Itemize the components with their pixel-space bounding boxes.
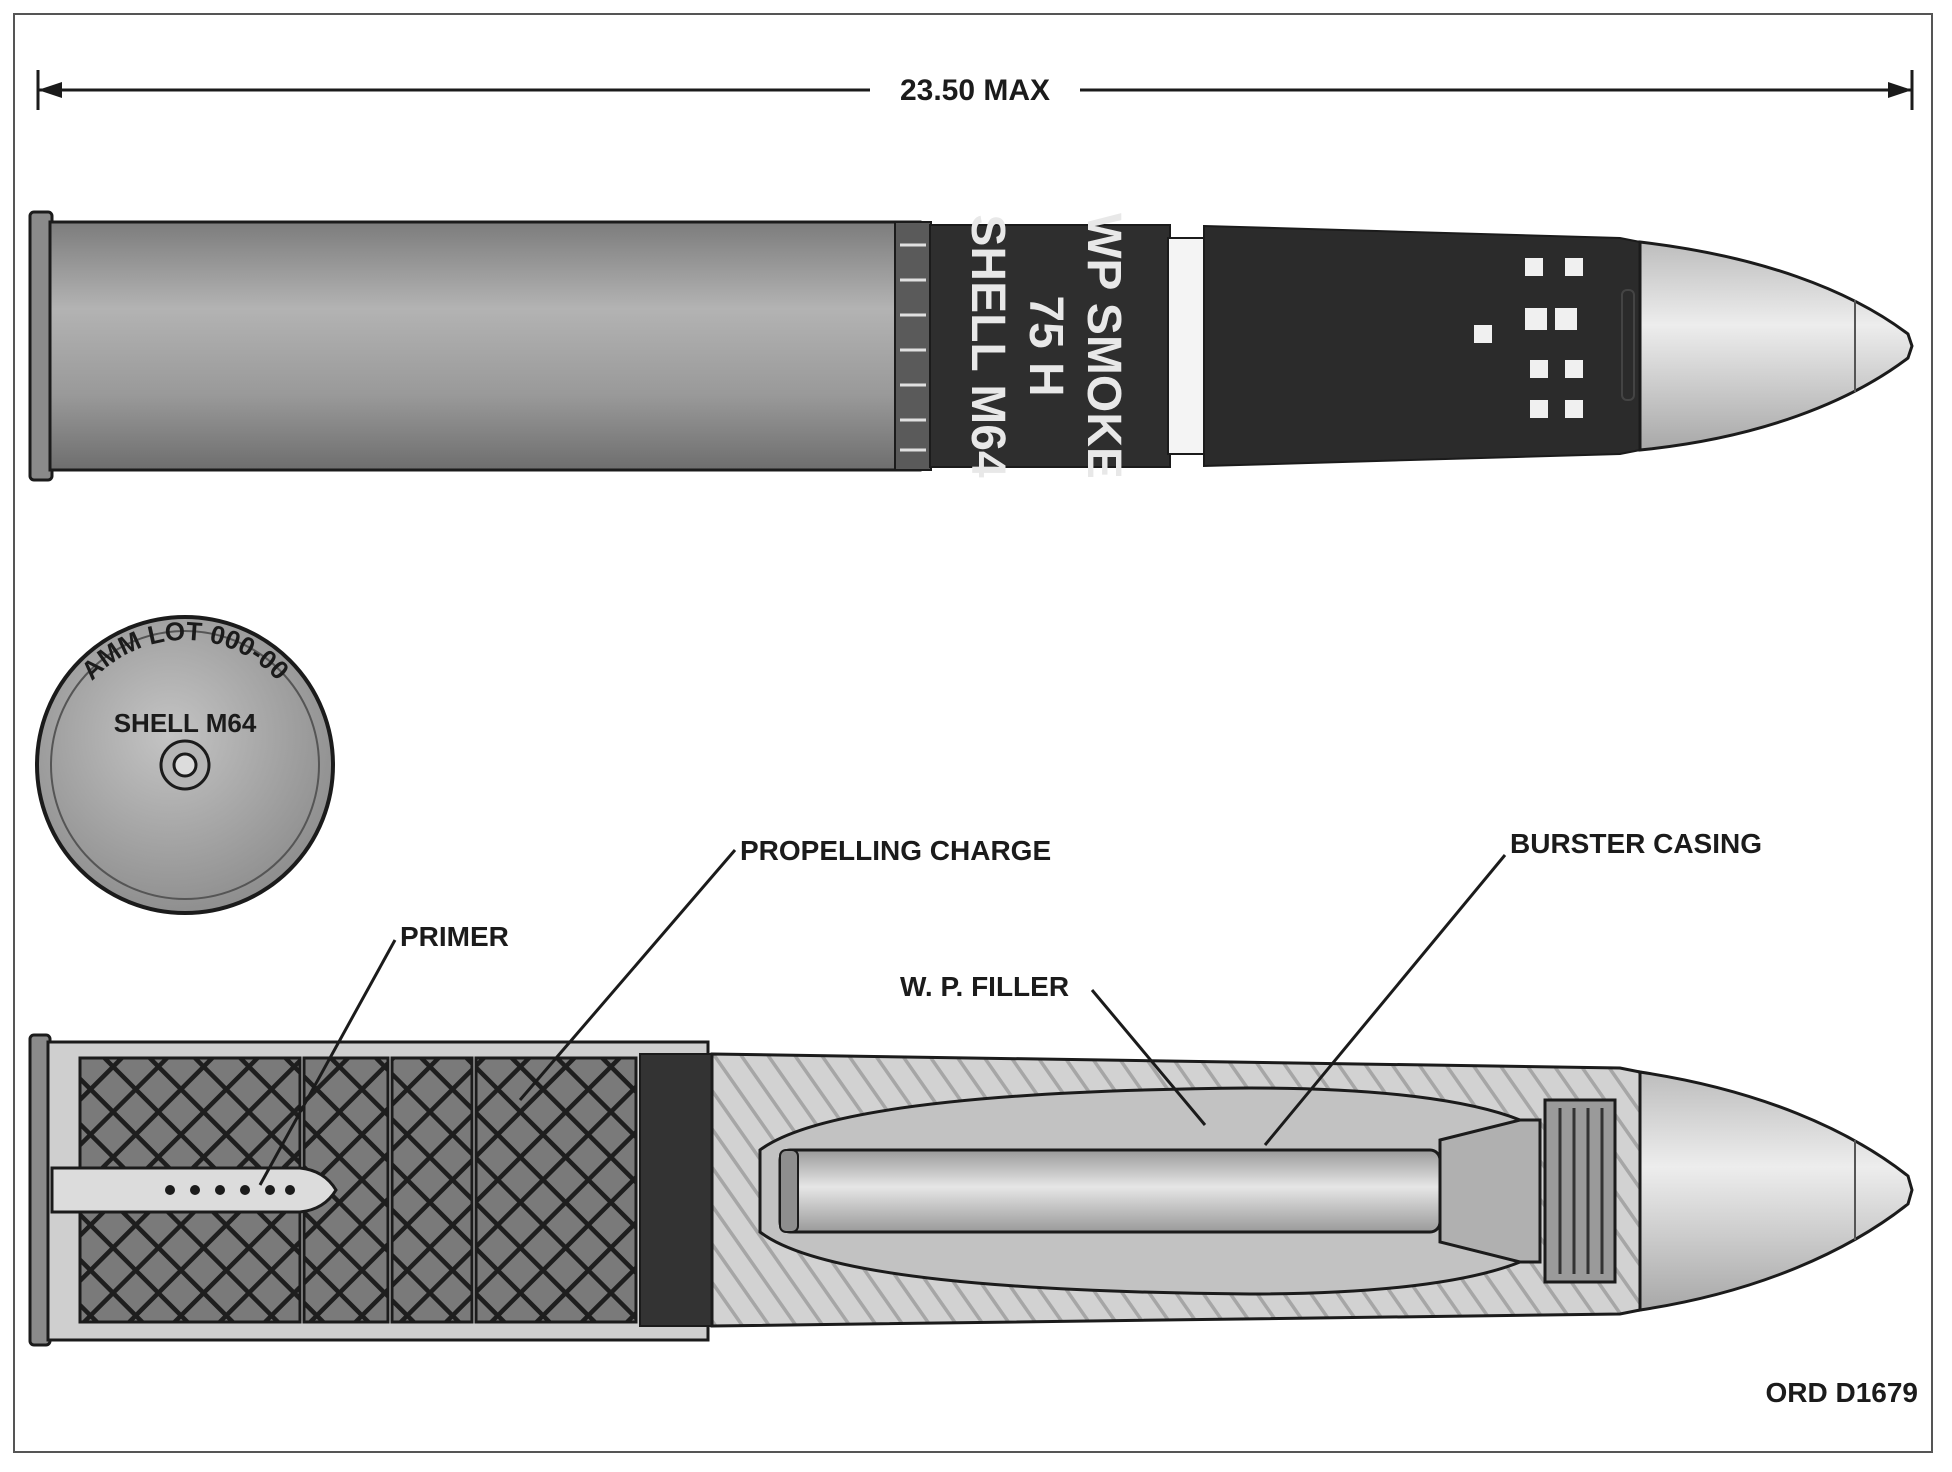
callout-propelling-charge: PROPELLING CHARGE — [518, 835, 1051, 1101]
callout-burster-casing-leader — [1263, 854, 1507, 1146]
identification-band — [1167, 237, 1205, 455]
stencil-line-1: WP SMOKE — [1077, 213, 1130, 479]
figure-border — [13, 13, 1933, 1453]
burster-adapter — [1438, 1118, 1542, 1264]
callout-wp-filler-label: W. P. FILLER — [900, 971, 1069, 1002]
section-fuze-ogive — [1638, 1070, 1914, 1312]
callout-primer-leader — [258, 939, 397, 1186]
callout-wp-filler-leader — [1090, 989, 1207, 1126]
propellant-bag-mid-2 — [390, 1056, 474, 1324]
burster-casing — [778, 1148, 1442, 1234]
primer-vent-holes — [165, 1185, 295, 1195]
dimension-arrow-right — [1888, 82, 1912, 98]
callout-primer-label: PRIMER — [400, 921, 509, 952]
projectile-base-section — [639, 1053, 713, 1327]
cartridge-base-view: AMM LOT 000-00 SHELL M64 — [35, 615, 335, 915]
callout-propelling-charge-label: PROPELLING CHARGE — [740, 835, 1051, 866]
callout-burster-casing-label: BURSTER CASING — [1510, 828, 1762, 859]
burster-casing-end — [779, 1149, 799, 1233]
stencil-line-3: SHELL M64 — [961, 214, 1014, 477]
callout-wp-filler: W. P. FILLER — [900, 971, 1207, 1126]
callout-primer: PRIMER — [258, 921, 509, 1186]
cartridge-case — [48, 220, 922, 472]
figure-id: ORD D1679 — [1765, 1377, 1918, 1408]
marking-squares — [1474, 258, 1583, 418]
base-stamp-shell: SHELL M64 — [114, 708, 257, 738]
projectile-body — [929, 224, 1171, 468]
fuze-threads — [1543, 1098, 1617, 1284]
fuze-slot — [1621, 289, 1635, 401]
overall-length-dimension: 23.50 MAX — [36, 70, 1914, 110]
fuze-ogive — [1638, 240, 1914, 452]
round-exterior-view: WP SMOKE 75 H SHELL M64 — [28, 210, 1914, 482]
base-inner-ring — [50, 630, 320, 900]
dimension-label: 23.50 MAX — [900, 74, 1050, 107]
callout-propelling-charge-leader — [518, 849, 737, 1101]
stencil-line-2: 75 H — [1019, 295, 1072, 396]
case-mouth — [894, 221, 932, 471]
callout-burster-casing: BURSTER CASING — [1263, 828, 1762, 1146]
dimension-arrow-left — [38, 82, 62, 98]
propellant-bag-front — [474, 1056, 638, 1324]
primer-inner — [172, 752, 198, 778]
rotating-band-ticks — [900, 243, 926, 452]
fuze-thread-lines — [1558, 1108, 1604, 1274]
round-sectional-view — [28, 1033, 1914, 1347]
